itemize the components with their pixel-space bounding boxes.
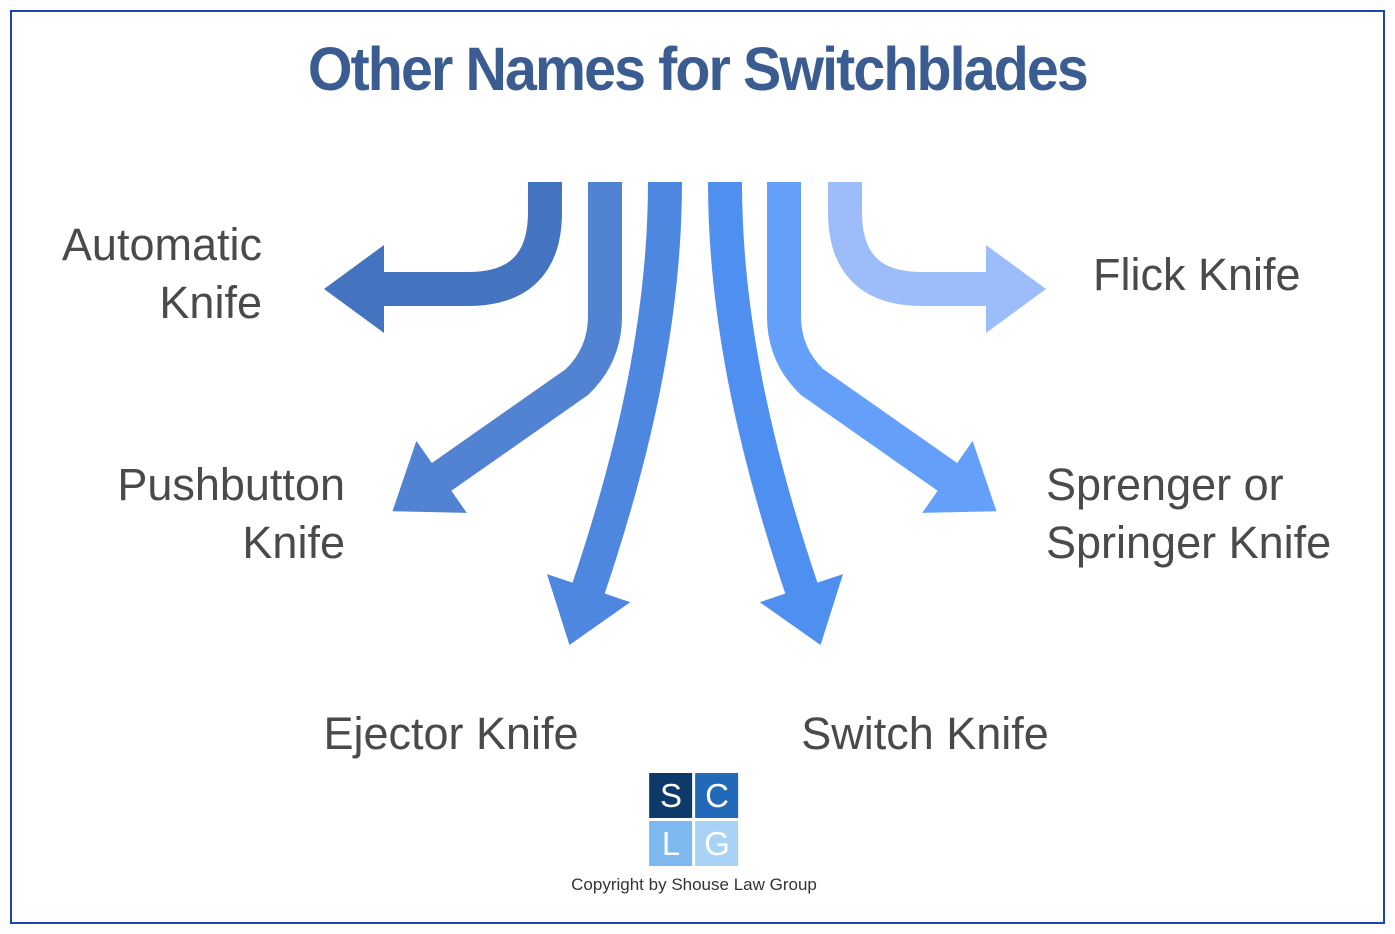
page-title: Other Names for Switchblades bbox=[0, 34, 1395, 104]
label-sprenger-knife: Sprenger or Springer Knife bbox=[1046, 456, 1331, 572]
label-flick-line1: Flick Knife bbox=[1093, 249, 1301, 300]
sclg-logo: S C L G bbox=[649, 773, 739, 866]
label-automatic-line2: Knife bbox=[159, 277, 262, 328]
arrow-sprenger bbox=[767, 182, 997, 513]
label-pushbutton-line2: Knife bbox=[242, 517, 345, 568]
label-pushbutton-knife: Pushbutton Knife bbox=[117, 456, 345, 572]
arrow-automatic bbox=[324, 182, 562, 333]
copyright-text: Copyright by Shouse Law Group bbox=[571, 874, 817, 896]
label-ejector-line1: Ejector Knife bbox=[323, 708, 579, 759]
logo-tile-g: G bbox=[695, 821, 739, 866]
logo-tile-l: L bbox=[649, 821, 693, 866]
arrow-pushbutton bbox=[392, 182, 622, 513]
copyright-line1: Copyright by bbox=[571, 875, 667, 894]
page-title-text: Other Names for Switchblades bbox=[307, 35, 1089, 103]
arrow-group bbox=[324, 181, 1046, 645]
copyright-line2: Shouse Law Group bbox=[671, 875, 817, 894]
label-automatic-knife: Automatic Knife bbox=[62, 216, 262, 332]
label-switch-line1: Switch Knife bbox=[801, 708, 1049, 759]
logo-tile-c: C bbox=[695, 773, 739, 818]
label-pushbutton-line1: Pushbutton bbox=[117, 459, 345, 510]
label-sprenger-line1: Sprenger or bbox=[1046, 459, 1284, 510]
label-automatic-line1: Automatic bbox=[61, 219, 262, 270]
label-sprenger-line2: Springer Knife bbox=[1046, 517, 1332, 568]
arrow-switch bbox=[708, 181, 844, 645]
arrow-flick bbox=[828, 182, 1046, 333]
logo-tile-s: S bbox=[649, 773, 693, 818]
label-flick-knife: Flick Knife bbox=[1093, 246, 1301, 304]
arrow-ejector bbox=[546, 181, 682, 645]
label-ejector-knife: Ejector Knife bbox=[323, 705, 578, 763]
label-switch-knife: Switch Knife bbox=[801, 705, 1049, 763]
sclg-logo-block: S C L G Copyright by Shouse Law Group bbox=[571, 773, 817, 896]
